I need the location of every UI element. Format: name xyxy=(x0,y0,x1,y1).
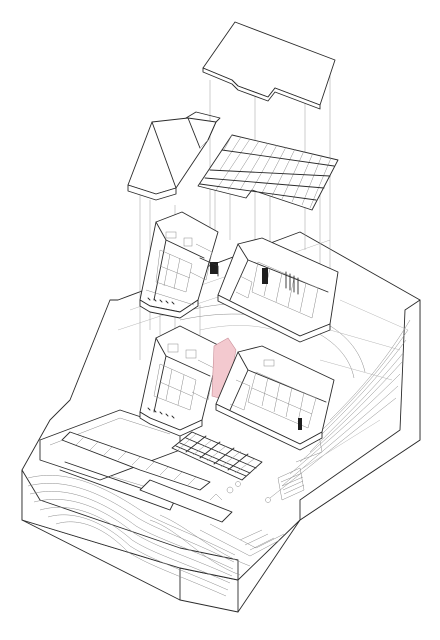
terrace-contours xyxy=(27,475,236,597)
roof-rafter-frame xyxy=(197,134,339,211)
solar-panel-array xyxy=(171,431,263,481)
terrace-contours-right xyxy=(269,319,411,499)
lower-volume-left xyxy=(139,325,221,437)
stair-right xyxy=(277,429,323,501)
upper-roof-plate xyxy=(202,21,336,110)
pitched-roof xyxy=(127,111,221,201)
upper-volume-left xyxy=(139,211,219,319)
dark-panel-2 xyxy=(262,268,268,284)
upper-volume-right xyxy=(217,237,339,343)
dark-panel xyxy=(210,262,218,274)
terrace-steps-front xyxy=(149,514,285,576)
dark-panel-3 xyxy=(298,418,302,430)
lower-volume-right xyxy=(215,345,335,451)
